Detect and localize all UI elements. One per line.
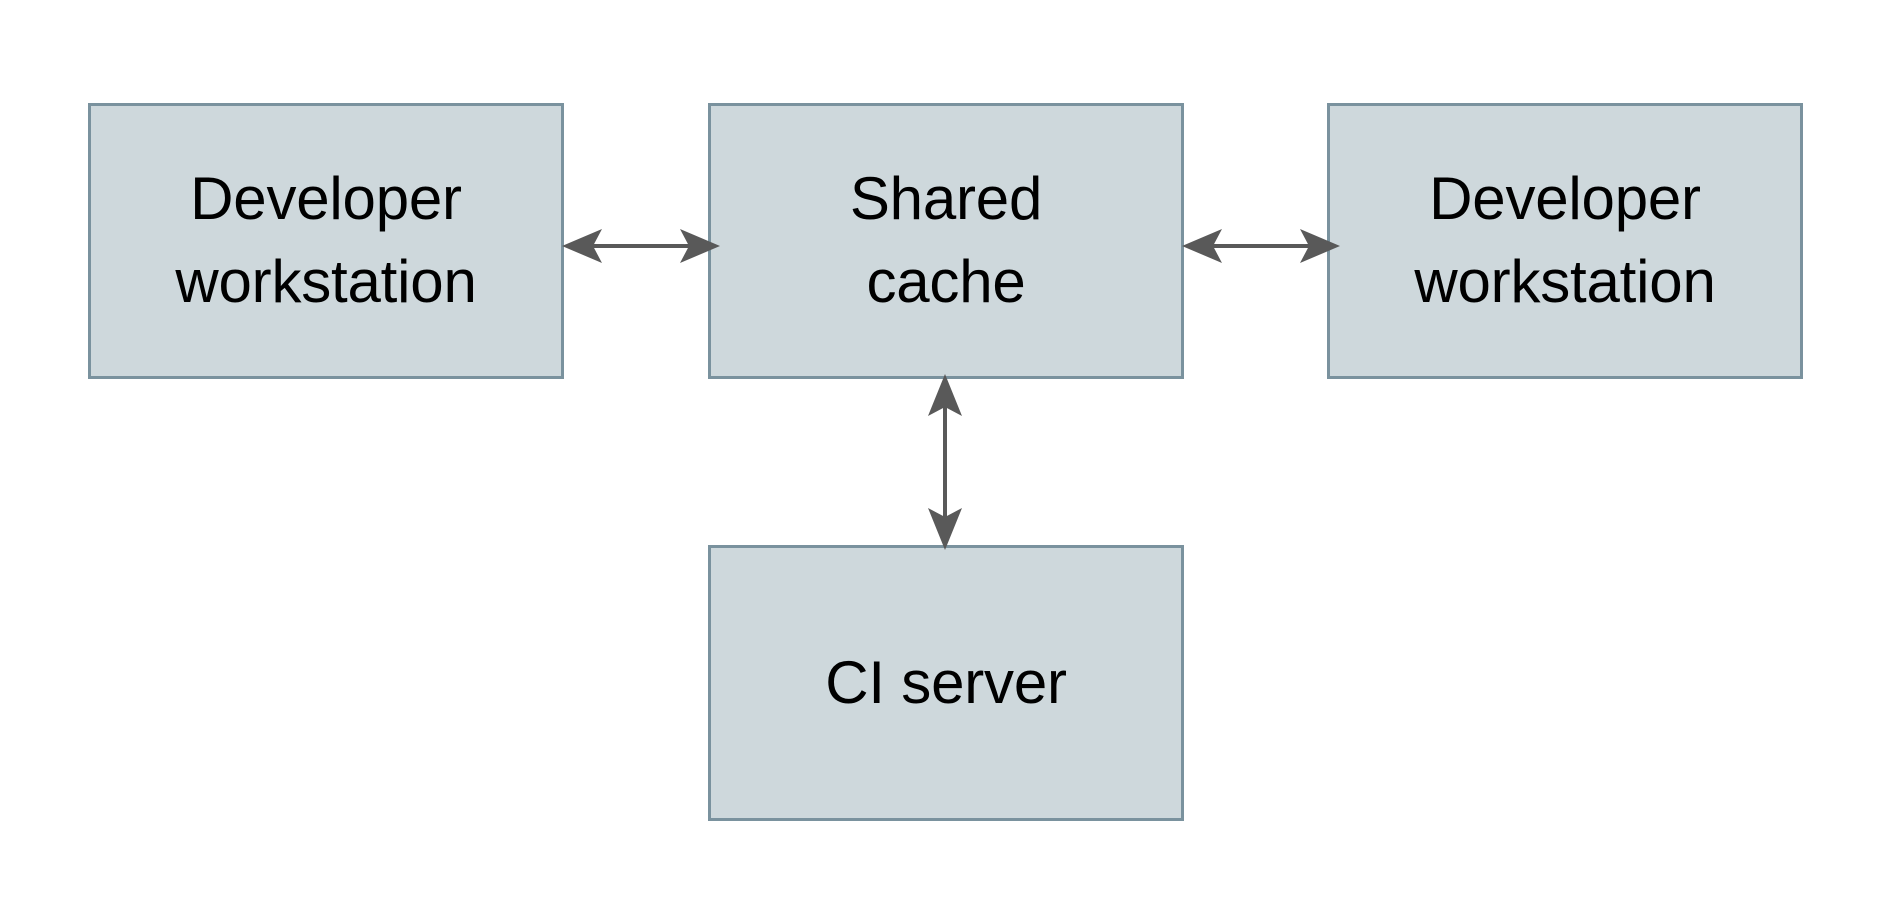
node-label: Shared cache [849,165,1043,315]
node-label: CI server [825,648,1067,716]
node-label: Developer workstation [1414,165,1716,315]
edge-shared-cache-to-ci-server[interactable] [915,372,975,552]
bidirectional-arrow-icon [562,229,720,263]
bidirectional-arrow-icon [1182,229,1340,263]
edge-shared-cache-to-developer-right[interactable] [1180,216,1342,276]
edge-developer-left-to-shared-cache[interactable] [560,216,722,276]
node-shared-cache[interactable]: Shared cache [708,103,1184,379]
node-label: Developer workstation [175,165,477,315]
node-developer-workstation-left[interactable]: Developer workstation [88,103,564,379]
bidirectional-arrow-icon [928,374,962,550]
node-ci-server[interactable]: CI server [708,545,1184,821]
node-developer-workstation-right[interactable]: Developer workstation [1327,103,1803,379]
